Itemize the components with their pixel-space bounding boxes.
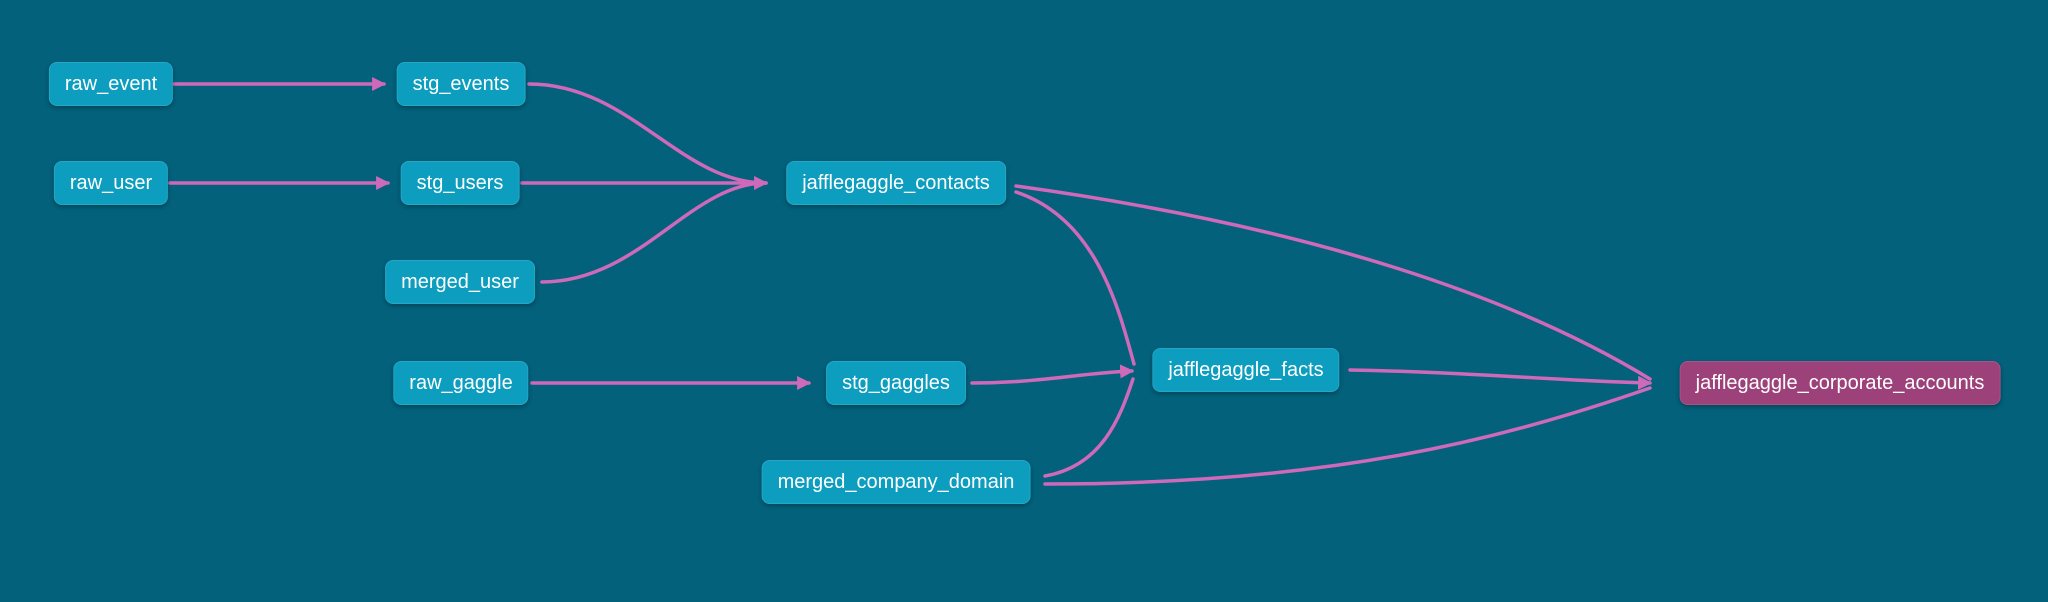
- node-stg_events[interactable]: stg_events: [396, 62, 526, 106]
- node-raw_event[interactable]: raw_event: [48, 62, 174, 106]
- edge-merged_user-jafflegaggle_contacts: [540, 181, 768, 284]
- node-raw_user[interactable]: raw_user: [53, 161, 169, 205]
- node-raw_gaggle[interactable]: raw_gaggle: [393, 361, 529, 405]
- edge-jafflegaggle_contacts-jafflegaggle_corporate_accounts: [1014, 184, 1652, 381]
- edge-merged_company_domain-jafflegaggle_corporate_accounts: [1043, 386, 1652, 486]
- node-jafflegaggle_facts[interactable]: jafflegaggle_facts: [1152, 348, 1340, 392]
- node-merged_company_domain[interactable]: merged_company_domain: [761, 460, 1031, 504]
- edge-stg_gaggles-jafflegaggle_facts: [970, 364, 1135, 385]
- node-stg_users[interactable]: stg_users: [400, 161, 520, 205]
- node-jafflegaggle_corporate_accounts[interactable]: jafflegaggle_corporate_accounts: [1679, 361, 2001, 405]
- node-stg_gaggles[interactable]: stg_gaggles: [826, 361, 966, 405]
- node-merged_user[interactable]: merged_user: [385, 260, 535, 304]
- edge-merged_company_domain-jafflegaggle_facts: [1043, 377, 1135, 478]
- edge-jafflegaggle_contacts-jafflegaggle_facts: [1014, 190, 1136, 366]
- node-jafflegaggle_contacts[interactable]: jafflegaggle_contacts: [786, 161, 1006, 205]
- edge-stg_events-jafflegaggle_contacts: [527, 82, 768, 185]
- edge-jafflegaggle_facts-jafflegaggle_corporate_accounts: [1348, 368, 1653, 390]
